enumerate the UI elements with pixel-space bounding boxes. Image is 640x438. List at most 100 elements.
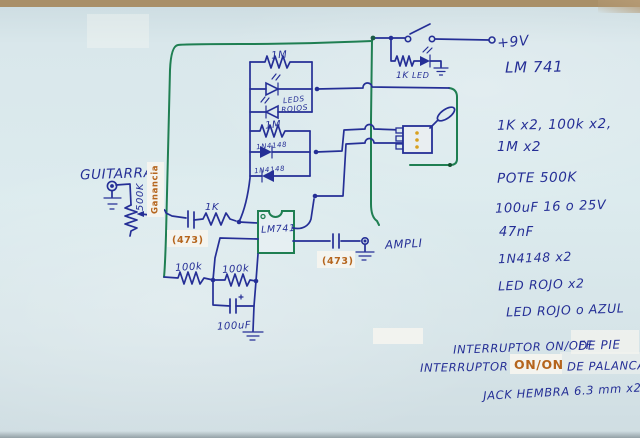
- parts-item: LED ROJO x2: [498, 275, 585, 293]
- switch-dot: [415, 138, 419, 142]
- green-junction-dot: [448, 163, 452, 167]
- parts-item: LM 741: [505, 58, 564, 77]
- switch-dot: [415, 131, 419, 135]
- guitar-label: GUITARRA: [80, 165, 154, 184]
- power-section: +9V 1K LED: [370, 23, 531, 81]
- footnotes: INTERRUPTOR ON/OFF DE PIE INTERRUPTOR ON…: [373, 328, 640, 403]
- bypass-cap-label: 100uF: [217, 320, 252, 333]
- footnote-line1: INTERRUPTOR ON/OFF: [453, 338, 593, 357]
- leds-label: ROJOS: [281, 103, 309, 115]
- feedback-resistor-1m: [249, 124, 311, 138]
- divider-resistor: [212, 273, 257, 287]
- leds-label: LEDS: [283, 94, 306, 105]
- output-section: AMPLI (473): [292, 233, 423, 268]
- power-switch-contact: [404, 35, 412, 43]
- led-light-arrows-icon: [271, 73, 281, 81]
- diode-label: 1N4148: [254, 165, 286, 176]
- highlight-box: [571, 330, 639, 354]
- indicator-led: [420, 56, 430, 66]
- bypass-capacitor: [229, 298, 237, 314]
- switch-dot: [415, 145, 419, 149]
- power-switch-lever: [409, 23, 431, 35]
- gain-overlay-box: [147, 162, 164, 217]
- footnote-line2-rest: DE PALANCA: [567, 358, 640, 373]
- power-switch-contact: [428, 35, 436, 43]
- wire-diode-branch: [315, 123, 403, 153]
- led-light-arrows-icon: [260, 96, 270, 104]
- switch-terminal: [395, 143, 404, 150]
- cap-polarity-plus: [238, 294, 244, 300]
- parts-list: LM 741 1K x2, 100k x2, 1M x2 POTE 500K 1…: [495, 58, 625, 320]
- parts-item: LED ROJO o AZUL: [506, 300, 625, 319]
- parts-item: 47nF: [499, 225, 534, 240]
- opamp-label: LM741: [261, 223, 296, 236]
- divider-resistor-label: 100k: [222, 263, 251, 276]
- output-capacitor: [332, 233, 340, 249]
- green-supply-line: [370, 39, 380, 226]
- wire: [115, 183, 132, 206]
- desk-corner: [598, 0, 640, 13]
- input-cap-value-overlay: (473): [172, 235, 204, 246]
- output-jack-pin: [363, 239, 367, 243]
- input-jack-pin: [110, 184, 114, 188]
- pot-wiper-arrow: [136, 211, 144, 217]
- parts-item: 1K x2, 100k x2,: [497, 116, 612, 134]
- rail-green-junction: [370, 35, 376, 41]
- ground-icon: [242, 331, 264, 341]
- wire: [212, 279, 231, 307]
- cap-overlay-box: [167, 230, 208, 247]
- footnote-line2: INTERRUPTOR: [420, 359, 509, 375]
- onon-overlay-box: [510, 354, 562, 374]
- green-loop-left: [163, 40, 373, 278]
- switch-terminal: [395, 135, 404, 142]
- wire-output-branch: [314, 137, 403, 197]
- bias-network: 100k 100k 100uF: [163, 261, 264, 341]
- input-resistor-label: 1K: [205, 202, 220, 213]
- footnote-line1-highlight: DE PIE: [578, 337, 621, 352]
- clipping-diode: [262, 170, 274, 182]
- diode-label: 1N4148: [256, 141, 288, 152]
- volume-pot: [124, 204, 138, 237]
- wire: [238, 221, 259, 224]
- indicator-led-label: LED: [412, 71, 429, 80]
- opamp-pin1-mark: [260, 213, 266, 220]
- input-section: GUITARRA 500K 1K Ganancia (473): [80, 162, 259, 247]
- divider-resistor-label: 100k: [175, 261, 204, 274]
- parts-item: 1N4148 x2: [498, 249, 572, 267]
- indicator-resistor: [390, 37, 421, 67]
- clipping-led: [265, 81, 280, 97]
- battery-terminal: [488, 36, 496, 44]
- parts-item: 1M x2: [497, 139, 541, 155]
- switch-wiring: [312, 82, 450, 199]
- feedback-resistor-label: 1M: [271, 50, 288, 62]
- ground-icon: [433, 67, 449, 76]
- highlight-box: [560, 352, 640, 374]
- output-cap-value-overlay: (473): [322, 256, 354, 267]
- rail-wire: [434, 38, 490, 41]
- wire-supply-pin: [255, 253, 259, 282]
- desk-edge-top: [0, 0, 640, 7]
- wire: [252, 280, 257, 332]
- blank-overlay-box: [373, 328, 423, 344]
- cap-overlay-box: [317, 251, 355, 268]
- clipping-led: [264, 104, 279, 120]
- green-wires: [163, 39, 458, 278]
- pot-value-label: 500K: [135, 182, 146, 211]
- input-capacitor: [187, 210, 195, 229]
- feedback-resistor-label: 1M: [265, 119, 282, 131]
- ground-icon: [355, 251, 375, 261]
- parts-item: POTE 500K: [497, 169, 578, 186]
- opamp-section: LM741: [212, 198, 315, 282]
- feedback-resistor-1m: [249, 55, 313, 69]
- switch-lever-loop: [436, 106, 456, 122]
- wire-led-branch: [316, 82, 450, 90]
- gain-overlay-label: Ganancia: [151, 165, 161, 214]
- junction-dot: [312, 193, 318, 199]
- parts-item: 100uF 16 o 25V: [495, 198, 607, 217]
- green-switch-return: [409, 87, 458, 166]
- output-label: AMPLI: [384, 236, 423, 252]
- clipping-diode: [260, 146, 272, 158]
- input-resistor: [193, 212, 237, 226]
- power-label: +9V: [497, 33, 531, 52]
